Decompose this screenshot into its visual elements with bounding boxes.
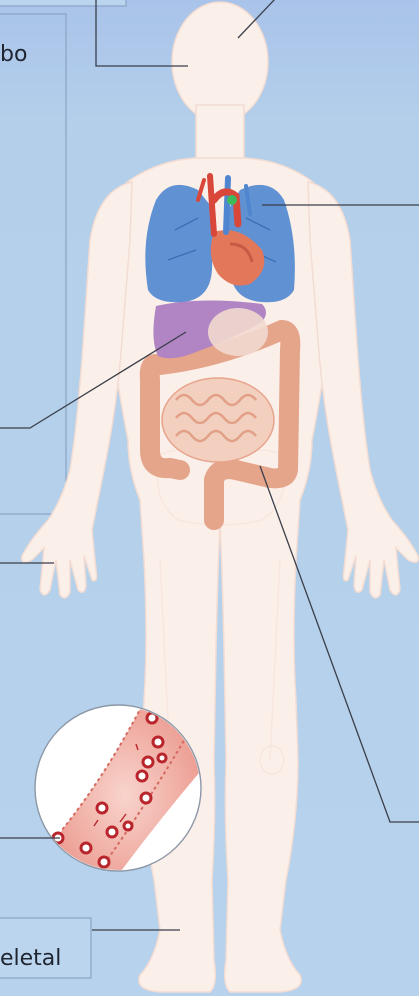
vessel-green-node — [227, 195, 237, 205]
bottom-left-label-text: eletal — [0, 946, 61, 971]
top-left-label-text: bo — [0, 42, 27, 67]
top-left-label-box — [0, 0, 126, 6]
stomach-icon — [208, 308, 268, 356]
